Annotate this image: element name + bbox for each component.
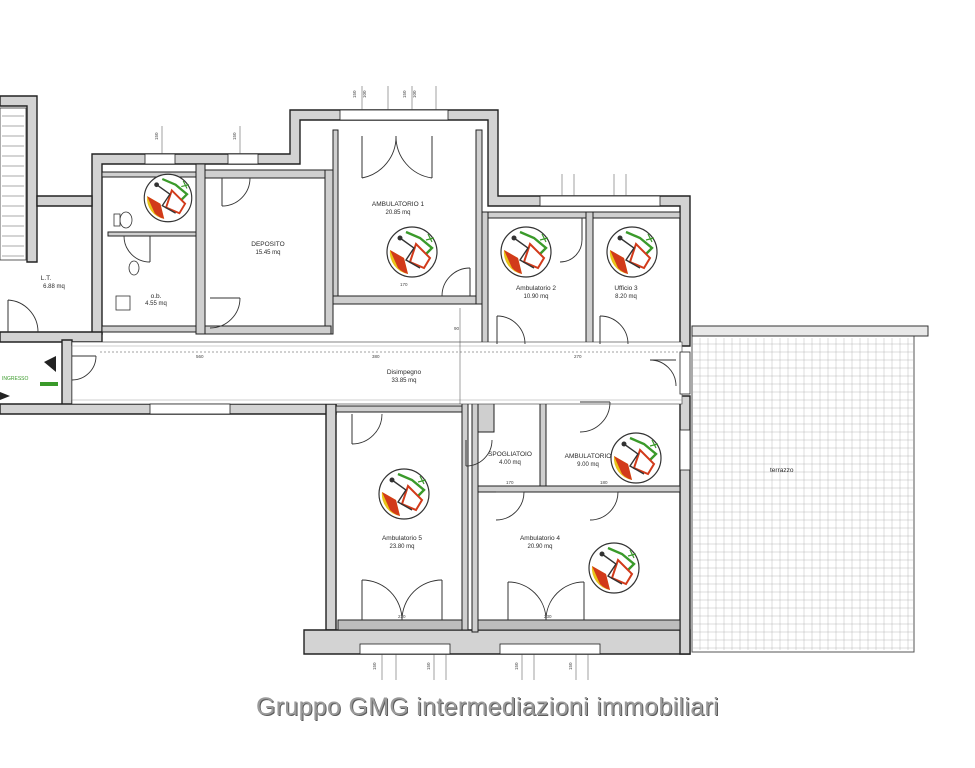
svg-text:100: 100: [362, 90, 367, 98]
svg-text:180: 180: [600, 480, 608, 485]
svg-text:150: 150: [232, 132, 237, 140]
room-name-disimpegno: Disimpegno: [387, 369, 422, 376]
room-area-deposito: 15.45 mq: [255, 250, 280, 256]
svg-text:150: 150: [426, 662, 431, 670]
wc-fixtures: [113, 211, 140, 311]
svg-text:270: 270: [574, 354, 582, 359]
room-area-wc: 4.55 mq: [145, 301, 167, 307]
room-name-ambulatorio2: Ambulatorio 2: [516, 285, 556, 292]
svg-text:170: 170: [400, 282, 408, 287]
svg-text:INGRESSO: INGRESSO: [2, 376, 29, 382]
room-area-ambulatorio-small: 9.00 mq: [577, 462, 599, 468]
room-area-ambulatorio5: 23.80 mq: [389, 544, 414, 550]
room-name-ambulatorio-small: AMBULATORIO: [565, 453, 612, 460]
room-name-wc: o.b.: [151, 293, 162, 300]
svg-text:150: 150: [352, 90, 357, 98]
room-name-lt: L.T.: [41, 275, 52, 282]
watermark-text: Gruppo GMG intermediazioni immobiliari: [256, 693, 719, 721]
room-name-spogliatoio: SPOGLIATOIO: [488, 451, 532, 458]
room-area-ufficio3: 8.20 mq: [615, 294, 637, 300]
room-name-deposito: DEPOSITO: [251, 241, 284, 248]
svg-text:170: 170: [506, 480, 514, 485]
room-labels: AMBULATORIO 1 20.85 mq DEPOSITO 15.45 mq…: [41, 201, 638, 550]
svg-text:380: 380: [372, 354, 380, 359]
svg-text:150: 150: [514, 662, 519, 670]
room-name-ufficio3: Ufficio 3: [614, 285, 638, 292]
svg-text:100: 100: [412, 90, 417, 98]
svg-text:230: 230: [544, 614, 552, 619]
room-name-terrazzo: terrazzo: [770, 467, 794, 474]
stairwell: [0, 95, 38, 263]
room-name-ambulatorio1: AMBULATORIO 1: [372, 201, 425, 208]
room-area-spogliatoio: 4.00 mq: [499, 460, 521, 466]
svg-text:230: 230: [398, 614, 406, 619]
entrance-marker: INGRESSO: [0, 356, 58, 400]
terrace: terrazzo: [691, 325, 929, 653]
room-area-ambulatorio2: 10.90 mq: [523, 294, 548, 300]
dimension-marks: [100, 86, 680, 680]
room-area-ambulatorio1: 20.85 mq: [385, 210, 410, 216]
svg-text:560: 560: [196, 354, 204, 359]
room-name-ambulatorio5: Ambulatorio 5: [382, 535, 422, 542]
room-area-lt: 6.88 mq: [43, 284, 65, 290]
corridor: [71, 341, 683, 405]
room-area-disimpegno: 33.85 mq: [391, 378, 416, 384]
svg-text:150: 150: [402, 90, 407, 98]
room-area-ambulatorio4: 20.90 mq: [527, 544, 552, 550]
svg-text:90: 90: [454, 326, 460, 331]
doors: [7, 135, 677, 621]
room-name-ambulatorio4: Ambulatorio 4: [520, 535, 560, 542]
svg-text:150: 150: [372, 662, 377, 670]
svg-text:150: 150: [568, 662, 573, 670]
svg-text:150: 150: [154, 132, 159, 140]
windows: [144, 109, 691, 655]
dimension-labels: 150 100 150 100 150 150 150 150 150 150 …: [154, 90, 608, 670]
